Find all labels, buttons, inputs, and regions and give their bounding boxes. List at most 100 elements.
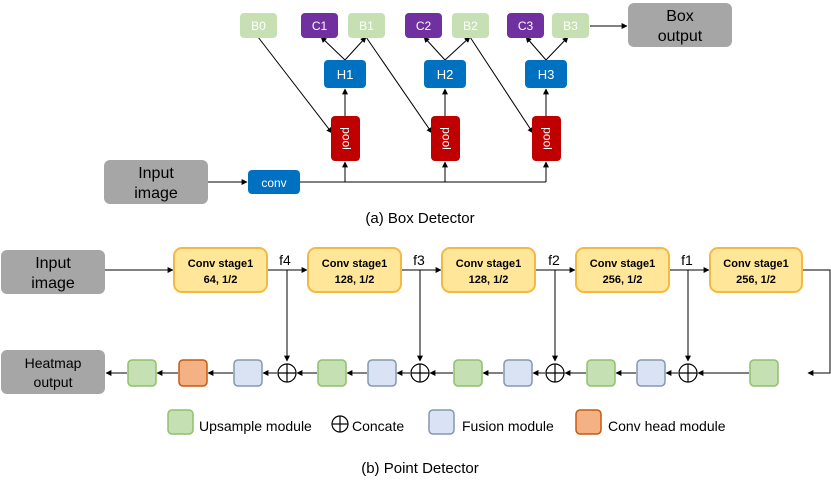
pool-block-1 bbox=[331, 116, 360, 161]
box-output-line1: Box bbox=[666, 8, 694, 25]
point-detector-caption: (b) Point Detector bbox=[361, 460, 479, 477]
fusion-module-4 bbox=[636, 359, 666, 387]
arrow-b0-to-pool1 bbox=[257, 36, 333, 134]
legend: Upsample module Concate Fusion module Co… bbox=[167, 409, 726, 435]
upsample-module-2 bbox=[317, 359, 347, 387]
pool-blocks: pool pool pool bbox=[331, 116, 561, 161]
pool-label-2: pool bbox=[439, 127, 453, 150]
legend-convhead-swatch bbox=[575, 409, 602, 435]
point-input-line1: Input bbox=[35, 255, 71, 272]
legend-fusion-swatch bbox=[428, 409, 455, 435]
feature-label-f2: f2 bbox=[548, 252, 560, 268]
feature-label-f3: f3 bbox=[413, 252, 425, 268]
concat-icon-4 bbox=[277, 363, 297, 383]
node-b3 bbox=[552, 13, 589, 38]
node-b3-label: B3 bbox=[563, 19, 578, 33]
box-detector: Input image conv pool pool pool H1 H2 H3… bbox=[104, 3, 732, 227]
head-h1 bbox=[324, 60, 366, 88]
decoder-modules bbox=[127, 359, 779, 387]
box-input-image bbox=[104, 160, 208, 204]
head-h2 bbox=[424, 60, 466, 88]
conv-stage-5 bbox=[709, 247, 803, 293]
conv-block bbox=[248, 170, 300, 194]
feature-label-f1: f1 bbox=[681, 252, 693, 268]
concat-icon-2 bbox=[545, 363, 565, 383]
node-c1-label: C1 bbox=[312, 19, 328, 33]
node-c3 bbox=[507, 13, 544, 38]
legend-concat-icon bbox=[331, 415, 349, 433]
fusion-module-3 bbox=[503, 359, 533, 387]
box-output-line2: output bbox=[658, 28, 703, 45]
fusion-module-2 bbox=[367, 359, 397, 387]
legend-fusion-label: Fusion module bbox=[462, 418, 554, 434]
conv-stages: Conv stage1 64, 1/2 Conv stage1 128, 1/2… bbox=[173, 247, 803, 293]
box-output bbox=[628, 3, 732, 47]
head-h2-label: H2 bbox=[437, 67, 454, 82]
conv-stage-2-title: Conv stage1 bbox=[322, 258, 387, 270]
arrow-b2-to-pool3 bbox=[469, 36, 534, 134]
conv-stage-5-title: Conv stage1 bbox=[723, 258, 788, 270]
conv-stage-1-title: Conv stage1 bbox=[188, 258, 253, 270]
box-detector-connectors bbox=[208, 23, 628, 185]
pool-block-3 bbox=[532, 116, 561, 161]
concat-symbols bbox=[277, 363, 698, 383]
conv-stage-4-sub: 256, 1/2 bbox=[603, 274, 643, 286]
conv-stage-3 bbox=[441, 247, 536, 293]
conv-stage-3-title: Conv stage1 bbox=[456, 258, 521, 270]
conv-stage-4-title: Conv stage1 bbox=[590, 258, 655, 270]
box-detector-caption: (a) Box Detector bbox=[365, 210, 474, 227]
arrow-h3-to-c3 bbox=[525, 36, 547, 61]
arrow-h1-to-b1 bbox=[344, 36, 367, 61]
conv-stage-1-sub: 64, 1/2 bbox=[204, 274, 238, 286]
conv-stage-5-sub: 256, 1/2 bbox=[736, 274, 776, 286]
legend-upsample-swatch bbox=[167, 409, 194, 435]
concat-icon-1 bbox=[678, 363, 698, 383]
box-input-line1: Input bbox=[138, 165, 174, 182]
conv-head-module bbox=[178, 359, 208, 387]
feature-label-f4: f4 bbox=[279, 252, 291, 268]
point-input-image bbox=[1, 250, 105, 294]
fusion-module-1 bbox=[233, 359, 263, 387]
legend-concate-label: Concate bbox=[352, 418, 404, 434]
class-nodes: C1 C2 C3 bbox=[301, 13, 544, 38]
pool-label-3: pool bbox=[540, 127, 554, 150]
node-b0 bbox=[240, 13, 277, 38]
point-detector-connectors bbox=[105, 267, 831, 376]
conv-stage-2 bbox=[307, 247, 402, 293]
heatmap-output-line2: output bbox=[34, 374, 73, 390]
point-detector: Input image Conv stage1 64, 1/2 Conv sta… bbox=[1, 247, 831, 477]
node-c3-label: C3 bbox=[518, 19, 534, 33]
concat-icon-3 bbox=[410, 363, 430, 383]
arrow-b1-to-pool2 bbox=[365, 36, 433, 134]
arrow-h3-to-b3 bbox=[545, 36, 569, 61]
pool-label-1: pool bbox=[339, 127, 353, 150]
point-input-line2: image bbox=[31, 275, 75, 292]
legend-upsample-label: Upsample module bbox=[199, 418, 312, 434]
node-b0-label: B0 bbox=[251, 19, 266, 33]
arrow-h2-to-c2 bbox=[423, 36, 446, 61]
conv-stage-4 bbox=[575, 247, 670, 293]
node-c1 bbox=[301, 13, 338, 38]
head-h3-label: H3 bbox=[538, 67, 555, 82]
pool-block-2 bbox=[431, 116, 460, 161]
conv-stage-2-sub: 128, 1/2 bbox=[335, 274, 375, 286]
conv-label: conv bbox=[261, 176, 286, 190]
head-h1-label: H1 bbox=[337, 67, 354, 82]
arrow-h1-to-c1 bbox=[320, 36, 346, 61]
head-h3 bbox=[525, 60, 567, 88]
node-b1-label: B1 bbox=[359, 19, 374, 33]
upsample-module-3 bbox=[453, 359, 483, 387]
node-b1 bbox=[348, 13, 385, 38]
box-input-line2: image bbox=[134, 185, 178, 202]
node-c2-label: C2 bbox=[416, 19, 432, 33]
heatmap-output-line1: Heatmap bbox=[25, 355, 82, 371]
upsample-module-1 bbox=[127, 359, 157, 387]
arrow-stage5-loop bbox=[802, 269, 831, 376]
heatmap-output bbox=[1, 350, 105, 394]
head-blocks: H1 H2 H3 bbox=[324, 60, 567, 88]
node-b2 bbox=[452, 13, 489, 38]
upsample-module-5 bbox=[749, 359, 779, 387]
conv-stage-1 bbox=[173, 247, 268, 293]
node-b2-label: B2 bbox=[463, 19, 478, 33]
